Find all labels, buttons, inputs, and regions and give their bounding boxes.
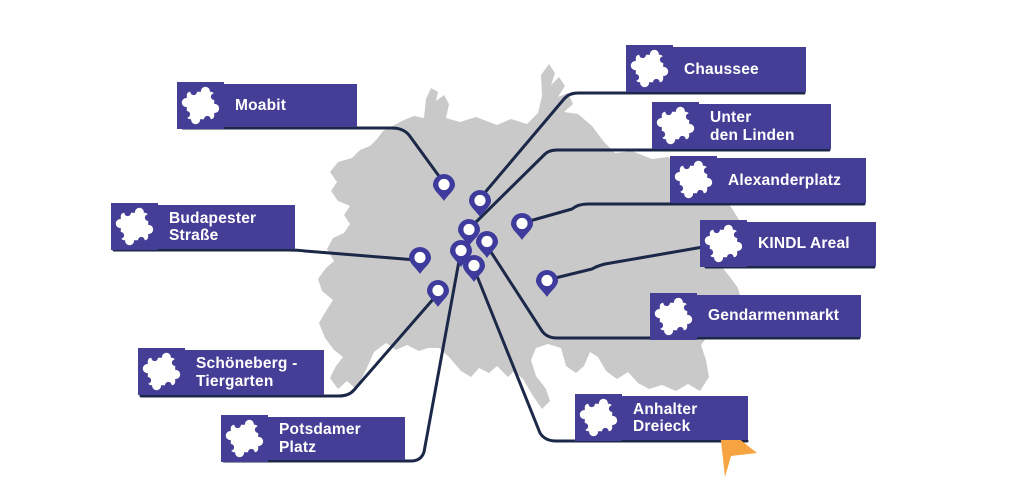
label-text: Chaussee xyxy=(684,60,759,78)
map-pin-chaussee xyxy=(469,190,491,217)
connector-line-schoeneberg-tiergarten xyxy=(139,295,437,398)
puzzle-icon xyxy=(221,415,268,462)
map-pin-anhalter-dreieck xyxy=(463,255,485,282)
berlin-silhouette xyxy=(318,64,746,409)
label-moabit[interactable]: Moabit xyxy=(177,82,357,129)
label-alexanderplatz[interactable]: Alexanderplatz xyxy=(670,156,866,203)
label-text: KINDL Areal xyxy=(758,235,850,253)
map-pin-unter-den-linden xyxy=(458,219,480,246)
puzzle-icon xyxy=(177,82,224,129)
connector-line-kindl-areal xyxy=(549,245,876,281)
label-text: Unter xyxy=(710,109,752,126)
connector-line-moabit xyxy=(181,126,446,185)
map-pin-gendarmenmarkt xyxy=(476,231,498,258)
map-pin-moabit xyxy=(433,174,455,201)
puzzle-icon xyxy=(700,220,747,267)
label-gendarmenmarkt[interactable]: Gendarmenmarkt xyxy=(650,293,861,340)
label-schoeneberg-tiergarten[interactable]: Schöneberg -Tiergarten xyxy=(138,348,324,395)
map-pin-budapester-strasse xyxy=(409,247,431,274)
map-pin-schoeneberg-tiergarten xyxy=(427,280,449,307)
puzzle-icon xyxy=(575,394,622,441)
connector-line-budapester-strasse xyxy=(112,248,418,262)
map-pin-alexanderplatz xyxy=(511,213,533,240)
label-kindl-areal[interactable]: KINDL Areal xyxy=(700,220,876,267)
label-text: Gendarmenmarkt xyxy=(708,307,840,325)
puzzle-icon xyxy=(111,203,158,250)
map-pin-kindl-areal xyxy=(536,270,558,297)
connector-line-potsdamer-platz xyxy=(222,259,461,463)
connector-line-anhalter-dreieck xyxy=(473,269,749,443)
puzzle-icon xyxy=(652,102,699,149)
label-text: Alexanderplatz xyxy=(728,171,842,189)
label-text: Potsdamer xyxy=(279,421,361,438)
connector-line-chaussee xyxy=(480,91,806,198)
label-text: Budapester xyxy=(169,209,257,227)
label-text: Tiergarten xyxy=(196,372,274,390)
puzzle-icon xyxy=(670,156,717,203)
label-text: Dreieck xyxy=(633,418,691,435)
puzzle-icon xyxy=(650,293,697,340)
puzzle-icon xyxy=(138,348,185,395)
label-chaussee[interactable]: Chaussee xyxy=(626,45,806,92)
label-text: den Linden xyxy=(710,126,795,144)
connector-line-unter-den-linden xyxy=(469,148,831,229)
label-text: Moabit xyxy=(235,96,287,114)
label-text: Anhalter xyxy=(633,400,698,418)
connector-line-gendarmenmarkt xyxy=(487,247,861,340)
connector-line-alexanderplatz xyxy=(524,202,866,224)
label-text: Schöneberg - xyxy=(196,355,298,372)
puzzle-icon xyxy=(626,45,673,92)
label-text: Platz xyxy=(279,438,317,456)
label-text: Straße xyxy=(169,227,219,244)
